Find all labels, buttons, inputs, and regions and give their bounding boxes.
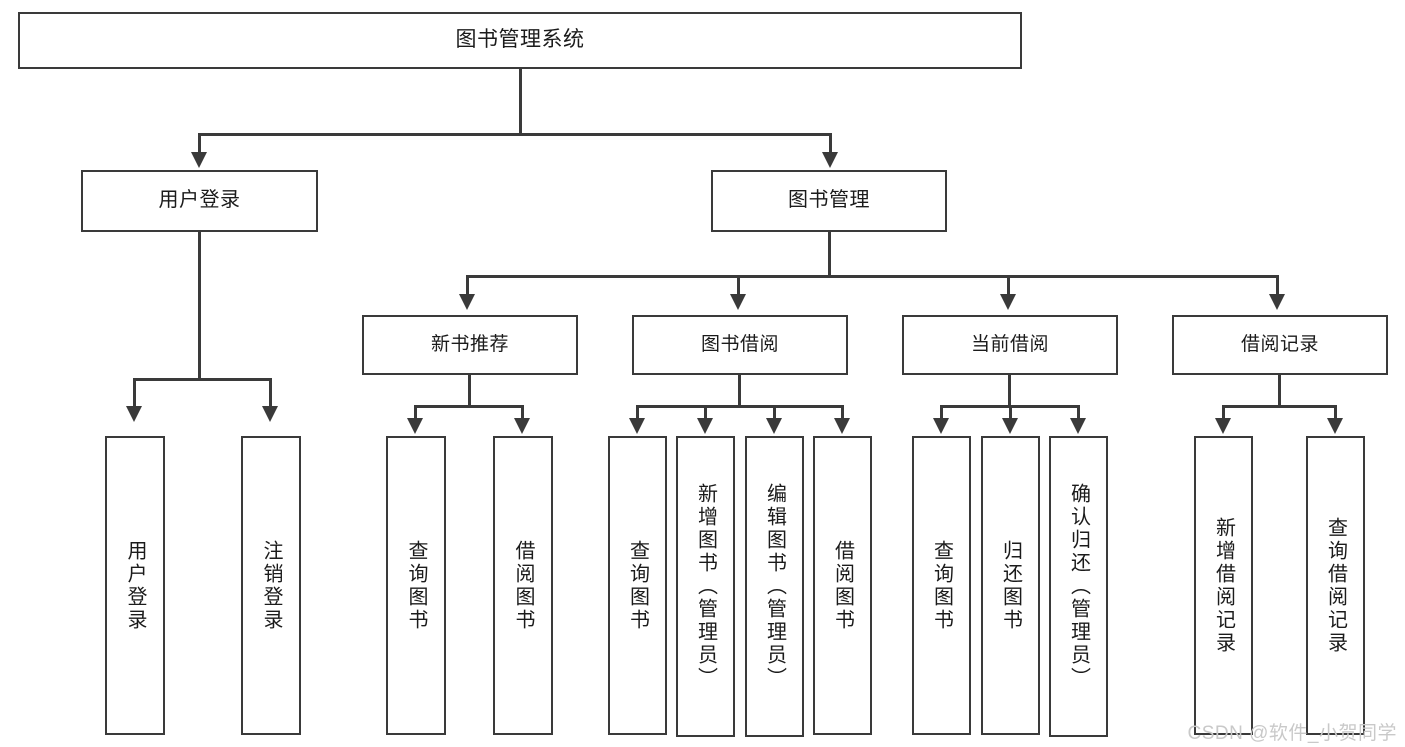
leaf-bb-query-book[interactable]: 查询图书 (608, 436, 667, 735)
arrow-to-leaf-bb-1 (629, 418, 645, 434)
connector-root-stem (519, 69, 522, 134)
leaf-nbr-borrow-book[interactable]: 借阅图书 (493, 436, 553, 735)
connector-nbr-stem (468, 375, 471, 407)
node-label: 用户登录 (158, 189, 241, 212)
node-label: 图书管理 (788, 189, 870, 212)
connector-root-drop-right (829, 133, 832, 157)
node-label: 归还图书 (999, 539, 1022, 632)
connector-bb-stem (738, 375, 741, 407)
leaf-bb-add-book[interactable]: 新增图书（管理员） (676, 436, 735, 737)
connector-br-stem (1278, 375, 1281, 407)
node-label: 查询图书 (405, 539, 427, 632)
connector-user-login-bus (133, 378, 271, 381)
connector-nbr-bus (414, 405, 524, 408)
node-label: 借阅图书 (831, 539, 854, 632)
node-label: 查询借阅记录 (1324, 516, 1347, 655)
connector-bb-drop-4 (841, 405, 844, 421)
arrow-to-leaf-bb-4 (834, 418, 850, 434)
node-label: 编辑图书（管理员） (763, 483, 786, 690)
arrow-to-current-borrow (1000, 294, 1016, 310)
connector-user-login-drop-2 (269, 378, 272, 411)
node-label: 新增图书（管理员） (694, 483, 717, 690)
leaf-logout[interactable]: 注销登录 (241, 436, 301, 735)
connector-cb-stem (1008, 375, 1011, 407)
connector-bb-bus (636, 405, 844, 408)
connector-bm-drop-3 (1007, 275, 1010, 297)
node-book-manage[interactable]: 图书管理 (711, 170, 947, 232)
connector-root-bus (198, 133, 832, 136)
connector-bm-drop-1 (466, 275, 469, 297)
node-user-login[interactable]: 用户登录 (81, 170, 318, 232)
arrow-to-leaf-nbr-2 (514, 418, 530, 434)
connector-root-drop-left (198, 133, 201, 157)
node-root-system[interactable]: 图书管理系统 (18, 12, 1022, 69)
connector-cb-drop-2 (1009, 405, 1012, 421)
connector-user-login-stem (198, 232, 201, 380)
connector-cb-drop-3 (1077, 405, 1080, 421)
leaf-bb-borrow-book[interactable]: 借阅图书 (813, 436, 872, 735)
node-label: 用户登录 (124, 539, 146, 632)
node-label: 确认归还（管理员） (1067, 483, 1090, 690)
node-label: 注销登录 (260, 539, 282, 632)
arrow-to-leaf-logout (262, 406, 278, 422)
connector-br-drop-1 (1222, 405, 1225, 421)
node-new-book-recommend[interactable]: 新书推荐 (362, 315, 578, 375)
leaf-cb-return-book[interactable]: 归还图书 (981, 436, 1040, 735)
arrow-to-book-manage (822, 152, 838, 168)
node-label: 新书推荐 (430, 333, 509, 355)
connector-bb-drop-3 (773, 405, 776, 421)
leaf-cb-query-book[interactable]: 查询图书 (912, 436, 971, 735)
connector-bm-drop-2 (737, 275, 740, 297)
arrow-to-book-borrow (730, 294, 746, 310)
leaf-cb-confirm-return[interactable]: 确认归还（管理员） (1049, 436, 1108, 737)
arrow-to-leaf-cb-2 (1002, 418, 1018, 434)
arrow-to-leaf-br-1 (1215, 418, 1231, 434)
connector-bb-drop-1 (636, 405, 639, 421)
node-label: 借阅记录 (1240, 333, 1319, 355)
node-label: 图书借阅 (700, 333, 779, 355)
arrow-to-leaf-cb-3 (1070, 418, 1086, 434)
arrow-to-leaf-bb-3 (766, 418, 782, 434)
node-label: 图书管理系统 (455, 28, 585, 52)
node-label: 借阅图书 (512, 539, 534, 632)
leaf-user-login[interactable]: 用户登录 (105, 436, 165, 735)
arrow-to-leaf-nbr-1 (407, 418, 423, 434)
arrow-to-leaf-br-2 (1327, 418, 1343, 434)
node-label: 新增借阅记录 (1212, 516, 1235, 655)
connector-nbr-drop-1 (414, 405, 417, 421)
connector-bm-drop-4 (1276, 275, 1279, 297)
arrow-to-leaf-cb-1 (933, 418, 949, 434)
connector-user-login-drop-1 (133, 378, 136, 411)
node-label: 查询图书 (930, 539, 953, 632)
node-current-borrow[interactable]: 当前借阅 (902, 315, 1118, 375)
arrow-to-leaf-bb-2 (697, 418, 713, 434)
leaf-bb-edit-book[interactable]: 编辑图书（管理员） (745, 436, 804, 737)
arrow-to-user-login (191, 152, 207, 168)
arrow-to-leaf-user-login (126, 406, 142, 422)
leaf-br-query-record[interactable]: 查询借阅记录 (1306, 436, 1365, 735)
connector-cb-drop-1 (940, 405, 943, 421)
connector-bb-drop-2 (704, 405, 707, 421)
connector-book-manage-stem (828, 232, 831, 277)
node-label: 查询图书 (626, 539, 649, 632)
leaf-br-add-record[interactable]: 新增借阅记录 (1194, 436, 1253, 735)
connector-nbr-drop-2 (521, 405, 524, 421)
node-label: 当前借阅 (970, 333, 1049, 355)
connector-br-bus (1222, 405, 1337, 408)
arrow-to-borrow-record (1269, 294, 1285, 310)
arrow-to-new-book-recommend (459, 294, 475, 310)
node-borrow-record[interactable]: 借阅记录 (1172, 315, 1388, 375)
node-book-borrow[interactable]: 图书借阅 (632, 315, 848, 375)
connector-br-drop-2 (1334, 405, 1337, 421)
connector-book-manage-bus (466, 275, 1279, 278)
leaf-nbr-query-book[interactable]: 查询图书 (386, 436, 446, 735)
